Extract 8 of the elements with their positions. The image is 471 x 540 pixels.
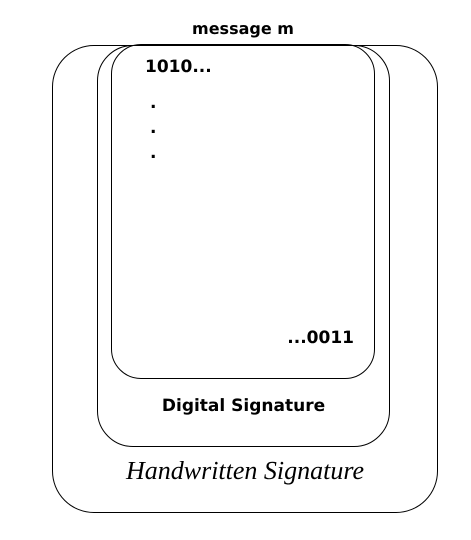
heading: message m: [192, 21, 294, 37]
ellipsis-dot: .: [150, 95, 156, 112]
node-label: Handwritten Signature: [126, 456, 364, 486]
ellipsis-dot: .: [150, 120, 156, 137]
bit-string: ...0011: [287, 330, 354, 347]
bit-string: 1010...: [145, 59, 212, 76]
ellipsis-dot: .: [150, 145, 156, 162]
node-label: Digital Signature: [162, 398, 326, 414]
